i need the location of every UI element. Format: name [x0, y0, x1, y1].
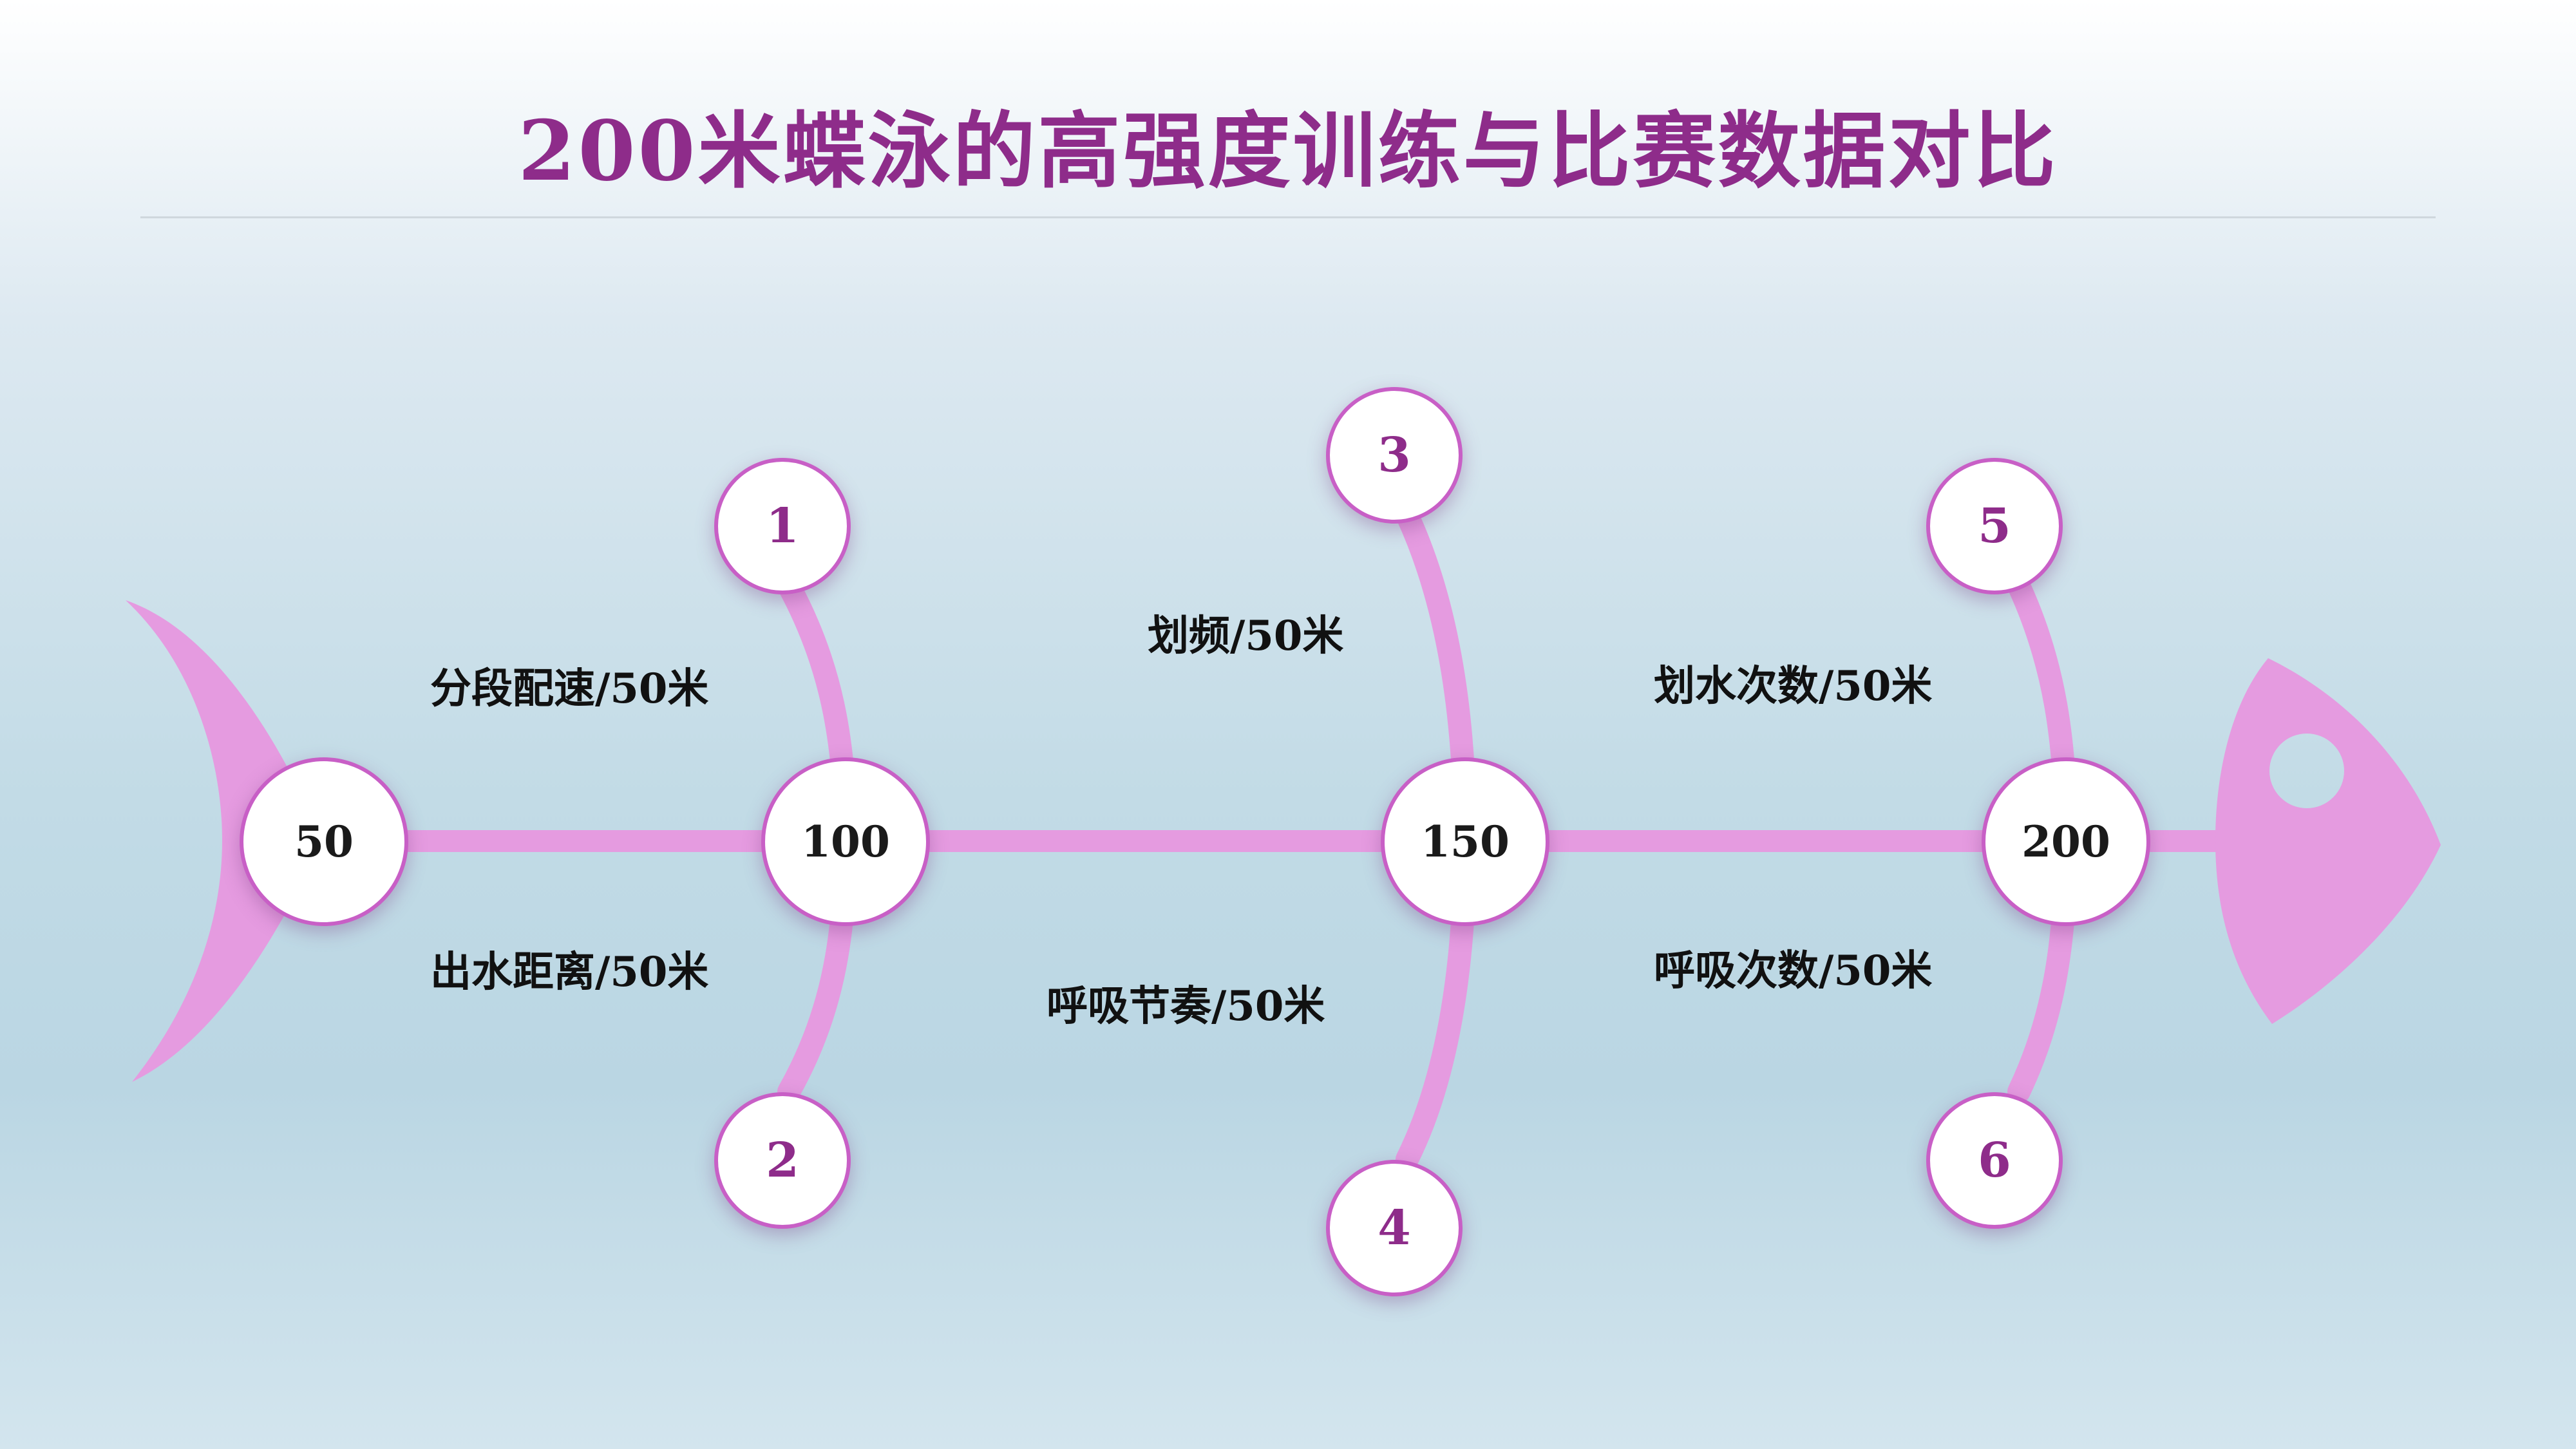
fish-spine — [322, 830, 2241, 852]
spine-node-50: 50 — [240, 757, 408, 926]
label-stroke-rate: 划频/50米 — [1148, 612, 1344, 660]
branch-node-3: 3 — [1326, 387, 1463, 524]
label-stroke-count: 划水次数/50米 — [1654, 662, 1933, 710]
fish-head — [2215, 658, 2441, 1024]
spine-node-100: 100 — [761, 757, 930, 926]
label-breath-count: 呼吸次数/50米 — [1654, 947, 1933, 995]
branch-node-6: 6 — [1926, 1092, 2063, 1229]
spine-node-200: 200 — [1982, 757, 2150, 926]
branch-node-5: 5 — [1926, 458, 2063, 594]
page-title: 200米蝶泳的高强度训练与比赛数据对比 — [518, 103, 2058, 200]
branch-node-4: 4 — [1326, 1160, 1463, 1296]
branch-node-2: 2 — [714, 1092, 851, 1229]
label-breathing-rhythm: 呼吸节奏/50米 — [1046, 982, 1325, 1030]
fish-tail — [126, 600, 322, 1082]
branch-node-1: 1 — [714, 458, 851, 594]
label-breakout-distance: 出水距离/50米 — [430, 948, 709, 996]
spine-node-150: 150 — [1381, 757, 1549, 926]
title-divider — [140, 216, 2436, 218]
label-split-pace: 分段配速/50米 — [430, 665, 709, 713]
